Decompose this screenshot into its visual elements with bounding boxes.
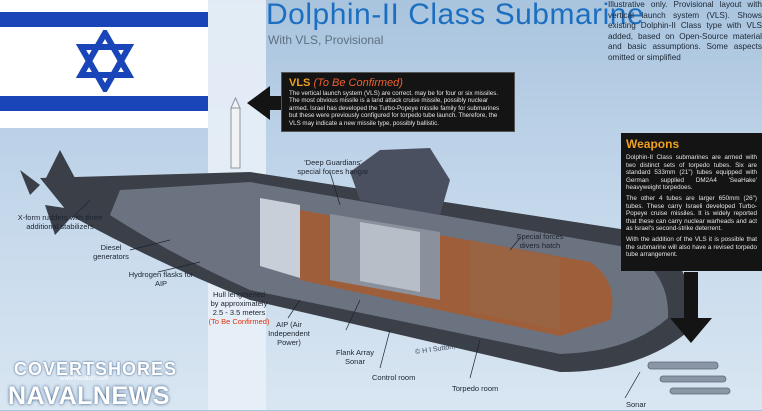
torpedo-icon	[647, 361, 731, 395]
flag-stripe-bottom	[0, 96, 208, 111]
label-control-room: Control room	[372, 373, 416, 382]
disclaimer-note: Illustrative only. Provisional layout wi…	[608, 0, 762, 62]
watermark-navalnews: NAVALNEWS	[8, 382, 170, 410]
page-subtitle: With VLS, Provisional	[268, 33, 384, 47]
label-torpedo-room: Torpedo room	[452, 384, 499, 393]
vls-callout: VLS (To Be Confirmed) The vertical launc…	[281, 72, 515, 132]
label-flank-array: Flank Array Sonar	[336, 348, 374, 366]
vls-arrow-icon	[247, 86, 290, 120]
label-deep-guardians: 'Deep Guardians' special forces hangar	[297, 158, 369, 176]
down-arrow-icon	[670, 272, 712, 343]
sail-icon	[350, 148, 450, 215]
weapons-heading: Weapons	[626, 137, 680, 151]
label-hull: Hull lengthened by approximately 2.5 - 3…	[208, 290, 270, 326]
weapons-callout: Weapons Dolphin-II Class submarines are …	[621, 133, 762, 271]
vls-heading: VLS (To Be Confirmed)	[289, 77, 507, 89]
label-hydrogen: Hydrogen flasks for AIP	[128, 270, 194, 288]
vls-heading-text: VLS	[289, 77, 311, 89]
callout-lines	[71, 171, 641, 399]
watermark-covertshores-url: www.hisutton.com	[60, 376, 109, 382]
label-divers-hatch: Special forces divers hatch	[516, 232, 564, 250]
label-hull-confirm: (To Be Confirmed)	[208, 317, 270, 326]
weapons-paragraph-3: With the addition of the VLS it is possi…	[626, 235, 757, 259]
weapons-paragraph-1: Dolphin-II Class submarines are armed wi…	[626, 154, 757, 192]
vls-confirm-text: (To Be Confirmed)	[313, 77, 403, 89]
label-diesel: Diesel generators	[93, 243, 129, 261]
page-title: Dolphin-II Class Submarine	[266, 0, 645, 31]
rudder-icon	[20, 150, 78, 235]
weapons-paragraph-2: The other 4 tubes are larger 650mm (26")…	[626, 194, 757, 233]
label-aip: AIP (Air Independent Power)	[268, 320, 310, 347]
israel-flag	[0, 0, 208, 128]
hull-icon	[40, 172, 692, 372]
label-sonar: Sonar	[626, 400, 647, 409]
vls-body: The vertical launch system (VLS) are cor…	[289, 90, 500, 127]
vls-missile-icon	[230, 96, 241, 169]
watermark-covertshores: COVERTSHORES	[14, 359, 178, 379]
flag-stripe-top	[0, 12, 208, 27]
star-of-david-icon	[75, 30, 135, 92]
label-hull-text: Hull lengthened by approximately 2.5 - 3…	[210, 290, 268, 317]
label-rudders: X-form rudders with three additional sta…	[17, 213, 103, 231]
